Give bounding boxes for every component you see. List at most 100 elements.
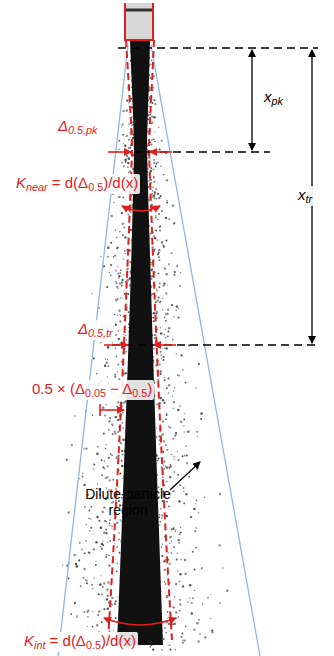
particle	[170, 252, 172, 254]
particle	[159, 230, 161, 232]
particle	[161, 517, 163, 519]
particle	[151, 139, 152, 140]
annotation-text: − Δ	[110, 380, 132, 397]
particle	[107, 607, 110, 610]
particle	[173, 274, 175, 276]
particle	[183, 419, 185, 421]
particle	[112, 433, 114, 435]
particle	[168, 623, 170, 625]
particle	[173, 316, 174, 317]
particle	[148, 111, 149, 112]
particle	[168, 552, 169, 553]
annotation-text: Δ	[58, 117, 68, 134]
annotation-text: pk	[272, 95, 283, 107]
particle	[158, 273, 160, 275]
particle	[100, 575, 101, 576]
particle	[192, 597, 194, 599]
particle	[164, 581, 166, 583]
particle	[114, 374, 116, 376]
particle	[189, 598, 190, 599]
particle	[163, 174, 165, 176]
particle	[106, 554, 108, 556]
particle	[103, 432, 105, 434]
particle	[174, 434, 176, 436]
particle	[102, 466, 104, 468]
particle	[153, 169, 155, 171]
particle	[166, 202, 168, 204]
particle	[162, 477, 164, 479]
particle	[123, 334, 124, 335]
particle	[177, 374, 179, 376]
particle	[101, 459, 103, 461]
particle	[101, 548, 103, 550]
particle	[158, 458, 160, 460]
particle	[126, 109, 128, 111]
particle	[104, 520, 107, 523]
particle	[158, 249, 161, 252]
particle	[182, 455, 184, 457]
particle	[172, 437, 174, 439]
particle	[110, 215, 112, 217]
particle	[165, 337, 167, 339]
particle	[164, 627, 166, 629]
particle	[162, 543, 163, 544]
annotation-text: Dilute-particle region	[85, 486, 171, 518]
particle	[165, 466, 166, 467]
particle	[157, 193, 159, 195]
particle	[159, 514, 161, 516]
particle	[110, 242, 112, 244]
particle	[179, 285, 181, 287]
particle	[156, 311, 158, 313]
particle	[161, 555, 163, 557]
particle	[124, 236, 126, 238]
particle	[109, 417, 111, 419]
annotation-text: x	[264, 88, 272, 105]
particle	[178, 542, 180, 544]
particle	[79, 542, 81, 544]
particle	[167, 335, 169, 337]
slope-arc	[122, 206, 160, 211]
particle	[117, 272, 119, 274]
annotation-text: )/d(x)	[103, 174, 138, 191]
particle	[106, 589, 109, 592]
particle	[176, 305, 178, 307]
particle	[153, 312, 156, 315]
particle	[81, 476, 83, 478]
particle	[165, 273, 168, 276]
particle	[174, 471, 176, 473]
particle	[122, 110, 125, 113]
particle	[127, 293, 129, 295]
particle	[164, 559, 166, 561]
particle	[156, 289, 157, 290]
particle	[174, 271, 176, 273]
particle	[153, 235, 155, 237]
particle	[91, 293, 92, 294]
particle	[222, 567, 224, 569]
particle	[152, 187, 153, 188]
particle	[153, 159, 155, 161]
particle	[107, 365, 109, 367]
particle	[111, 454, 113, 456]
particle	[161, 210, 163, 212]
particle	[131, 125, 133, 127]
particle	[164, 334, 166, 336]
particle	[166, 449, 168, 451]
particle	[86, 582, 88, 584]
particle	[157, 460, 159, 462]
particle	[152, 317, 154, 319]
particle	[157, 379, 159, 381]
particle	[124, 145, 126, 147]
particle	[87, 616, 89, 618]
particle	[163, 402, 165, 404]
particle	[74, 602, 76, 604]
particle	[160, 195, 162, 197]
particle	[74, 415, 75, 416]
particle	[166, 412, 168, 414]
particle	[149, 114, 151, 116]
particle	[121, 281, 124, 284]
particle	[82, 577, 84, 579]
particle	[172, 490, 174, 492]
particle	[118, 149, 120, 151]
particle	[166, 200, 168, 202]
particle	[155, 163, 157, 165]
